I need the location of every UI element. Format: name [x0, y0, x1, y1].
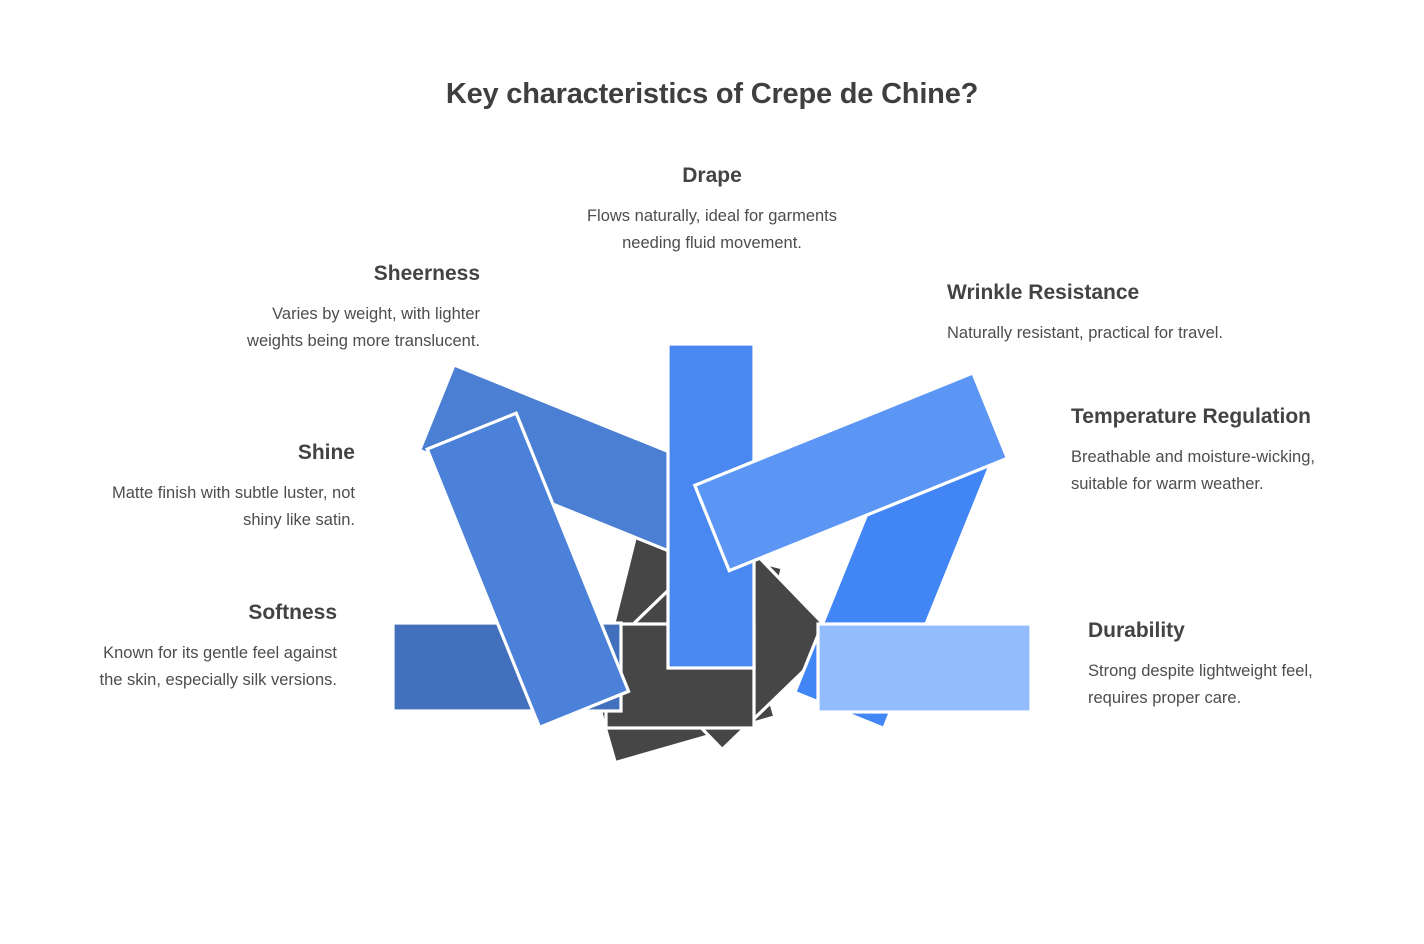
petal-sheerness	[425, 411, 631, 730]
item-description-softness: Known for its gentle feel against the sk…	[99, 644, 337, 689]
item-title-wrinkle-resistance: Wrinkle Resistance	[947, 281, 1140, 304]
item-description-temperature-regulation: Breathable and moisture-wicking, suitabl…	[1071, 448, 1315, 493]
item-wrinkle-resistance: Wrinkle Resistance Naturally resistant, …	[947, 280, 1227, 347]
item-description-shine: Matte finish with subtle luster, not shi…	[111, 484, 355, 529]
pinwheel-fan-graphic	[380, 330, 1045, 765]
fan-color-layer	[391, 342, 1033, 731]
item-description-durability: Strong despite lightweight feel, require…	[1088, 662, 1313, 707]
item-title-shine: Shine	[297, 441, 355, 464]
item-title-temperature-regulation: Temperature Regulation	[1071, 405, 1311, 428]
item-title-drape: Drape	[682, 164, 742, 187]
item-drape: Drape Flows naturally, ideal for garment…	[567, 163, 857, 256]
item-shine: Shine Matte finish with subtle luster, n…	[105, 440, 355, 533]
item-title-sheerness: Sheerness	[373, 262, 480, 285]
item-temperature-regulation: Temperature Regulation Breathable and mo…	[1071, 404, 1356, 497]
item-durability: Durability Strong despite lightweight fe…	[1088, 618, 1368, 711]
item-title-softness: Softness	[248, 601, 337, 624]
item-softness: Softness Known for its gentle feel again…	[85, 600, 337, 693]
item-description-sheerness: Varies by weight, with lighter weights b…	[247, 305, 480, 350]
petal-temperature-regulation	[692, 370, 1010, 573]
item-sheerness: Sheerness Varies by weight, with lighter…	[218, 261, 480, 354]
petal-durability	[816, 622, 1033, 714]
item-description-drape: Flows naturally, ideal for garments need…	[586, 207, 838, 252]
item-title-durability: Durability	[1088, 619, 1185, 642]
page-title: Key characteristics of Crepe de Chine?	[445, 78, 979, 110]
item-description-wrinkle-resistance: Naturally resistant, practical for trave…	[947, 324, 1224, 343]
